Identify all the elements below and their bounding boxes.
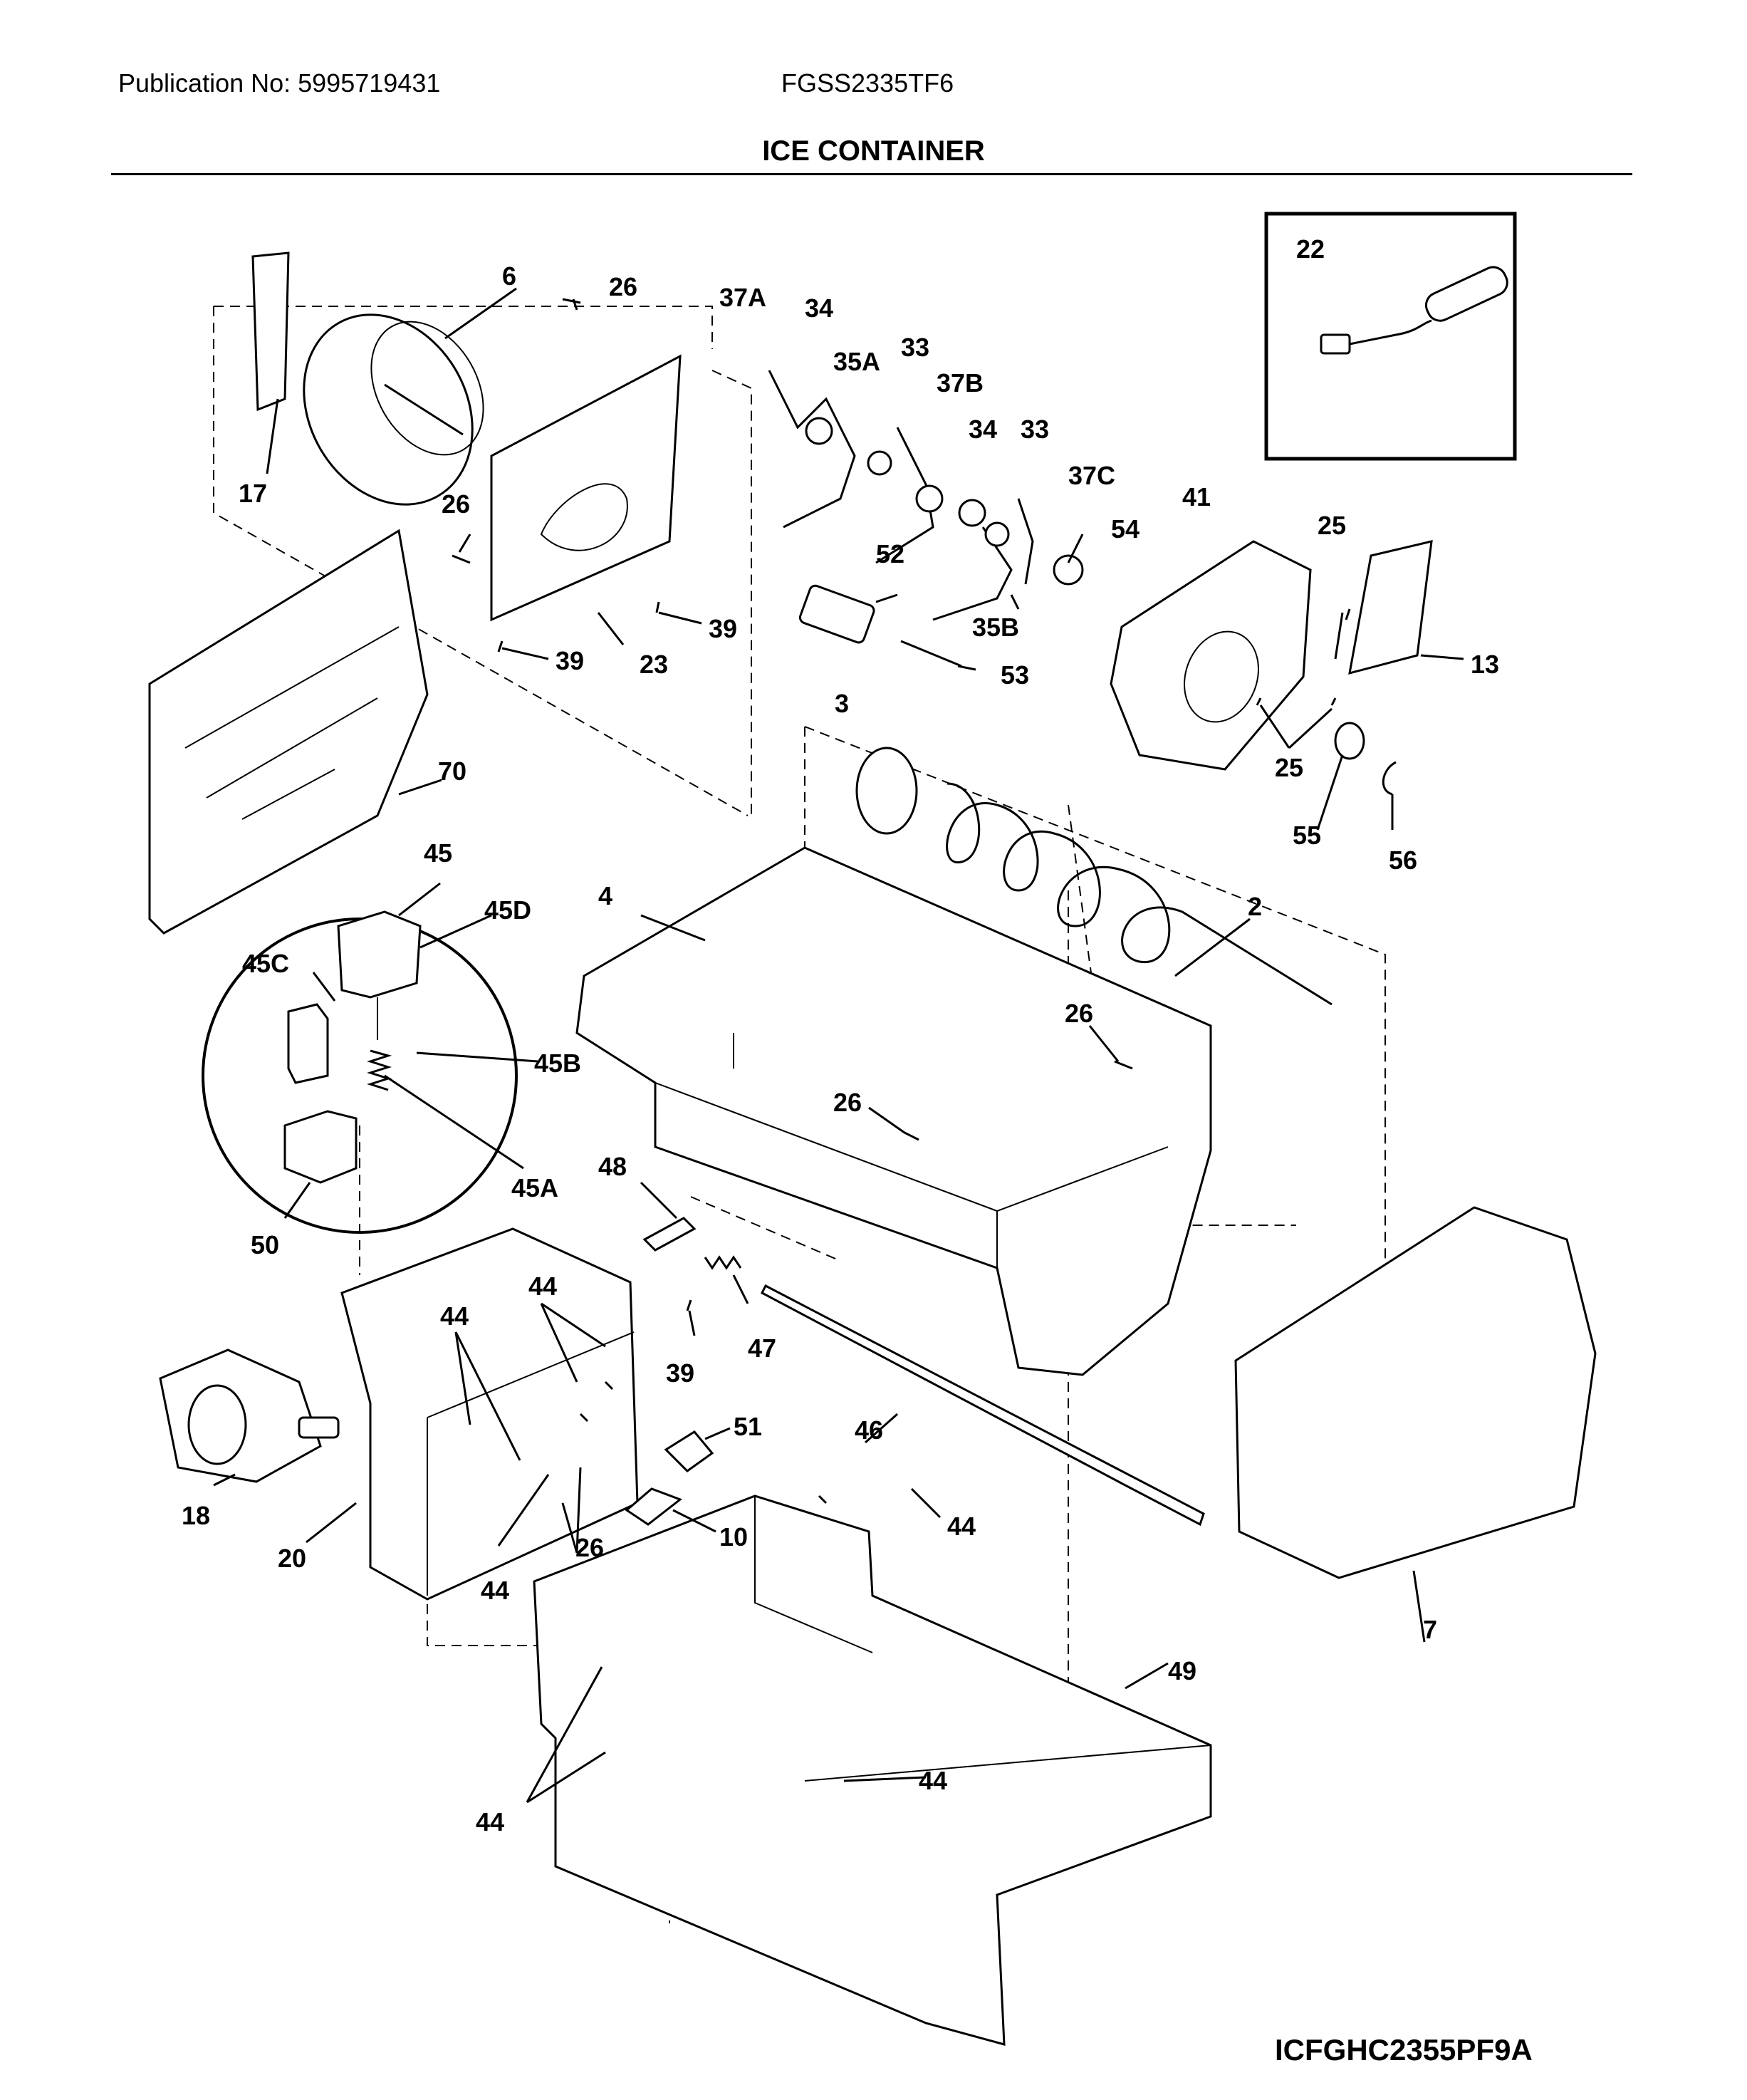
callout-25: 25 [1318,511,1346,540]
washer-part [1334,722,1365,760]
callout-48: 48 [598,1152,627,1181]
lever-part [625,1487,683,1526]
page-title: ICE CONTAINER [762,135,985,167]
auger-housing-part [1110,540,1312,771]
actuator-part [664,1430,714,1472]
bracket-part [287,1003,329,1084]
callout-44e: 44 [919,1766,947,1795]
filter-part [251,251,290,412]
callout-2: 2 [1248,892,1262,921]
chute-flap-part [1348,540,1433,675]
drum-part [303,313,484,506]
callout-51: 51 [734,1412,762,1441]
callout-44c: 44 [947,1512,976,1541]
motor-part [159,1348,340,1483]
solenoid-part [798,584,875,644]
callout-45B: 45B [534,1049,581,1078]
ice-container-part [575,846,1212,1376]
callout-33b: 33 [1021,415,1049,444]
callout-53: 53 [1001,660,1029,690]
callout-17: 17 [239,479,267,508]
front-cover-part [1234,1206,1597,1579]
callout-26e: 26 [575,1533,604,1562]
callout-44f: 44 [476,1807,504,1836]
callout-45A: 45A [511,1173,558,1202]
callout-37C: 37C [1068,461,1115,490]
model-number: FGSS2335TF6 [781,68,954,98]
callout-44b: 44 [440,1301,469,1331]
leader-lines [213,287,1464,1804]
bearing-part [855,747,918,835]
callout-44d: 44 [481,1576,509,1605]
callout-7: 7 [1423,1615,1437,1644]
callout-26: 26 [609,272,637,301]
callout-44: 44 [528,1272,557,1301]
callout-45C: 45C [242,949,289,978]
callout-3: 3 [835,689,849,718]
callout-34b: 34 [969,415,997,444]
callout-10: 10 [719,1522,748,1551]
cover-part [283,1110,358,1184]
callout-33: 33 [901,333,929,362]
callout-54: 54 [1111,514,1140,544]
callout-26b: 26 [442,489,470,519]
callout-70: 70 [438,757,466,786]
callout-45D: 45D [484,895,531,925]
callout-39b: 39 [556,646,584,675]
callout-18: 18 [182,1501,210,1530]
mounting-frame-part [533,1495,1212,2046]
callout-49: 49 [1168,1656,1196,1685]
mounting-plate-part [490,354,682,622]
header-divider [111,173,1632,175]
callout-37B: 37B [937,368,984,397]
solenoid-coil-part [337,910,422,999]
callout-labels: 6 26 37A 34 33 35A 37B 34 33 37C 41 25 1… [182,234,1499,1836]
callout-26d: 26 [833,1088,862,1117]
callout-37A: 37A [719,283,766,312]
callout-35B: 35B [972,613,1019,642]
callout-50: 50 [251,1230,279,1259]
callout-47: 47 [748,1334,776,1363]
sensor-wire-part [1320,266,1508,355]
callout-4: 4 [598,881,612,910]
callout-23: 23 [640,650,668,679]
spring-47-part [704,1255,742,1270]
diagram-code: ICFGHC2355PF9A [1275,2033,1533,2067]
auger-coil-part [946,782,1333,1006]
inset-callout-22: 22 [1296,234,1325,264]
bracket-48-part [642,1217,697,1252]
spring-part [367,1049,392,1091]
callout-34: 34 [805,293,833,323]
callout-39c: 39 [666,1358,694,1388]
callout-56: 56 [1389,846,1417,875]
rod-46-part [761,1284,1205,1527]
callout-35A: 35A [833,347,880,376]
callout-55: 55 [1293,821,1321,850]
callout-25b: 25 [1275,753,1303,782]
publication-number: Publication No: 5995719431 [118,68,441,98]
screws [452,298,1351,1504]
callout-45: 45 [424,838,452,868]
clip-part [1382,761,1397,796]
spring-arms [768,370,1084,621]
callout-13: 13 [1471,650,1499,679]
inset-box [1264,212,1517,461]
callout-6: 6 [502,261,516,291]
callout-20: 20 [278,1544,306,1573]
callout-52: 52 [876,539,904,568]
callout-41: 41 [1182,482,1211,511]
callout-39: 39 [709,614,737,643]
housing-part [148,529,429,935]
callout-26c: 26 [1065,999,1093,1028]
rod-part [900,640,962,667]
callout-46: 46 [855,1415,883,1445]
